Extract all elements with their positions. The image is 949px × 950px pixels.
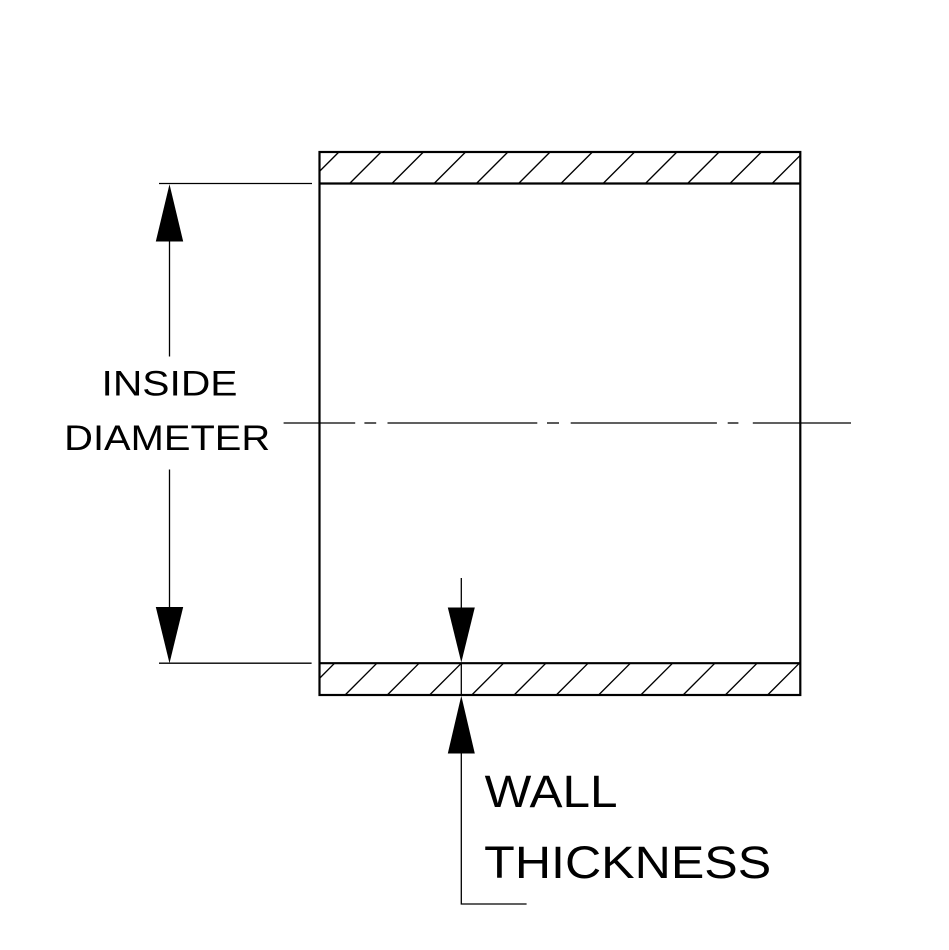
- svg-text:WALL: WALL: [485, 766, 618, 817]
- svg-text:INSIDE: INSIDE: [102, 365, 238, 404]
- svg-text:THICKNESS: THICKNESS: [484, 837, 771, 888]
- svg-text:DIAMETER: DIAMETER: [64, 419, 270, 458]
